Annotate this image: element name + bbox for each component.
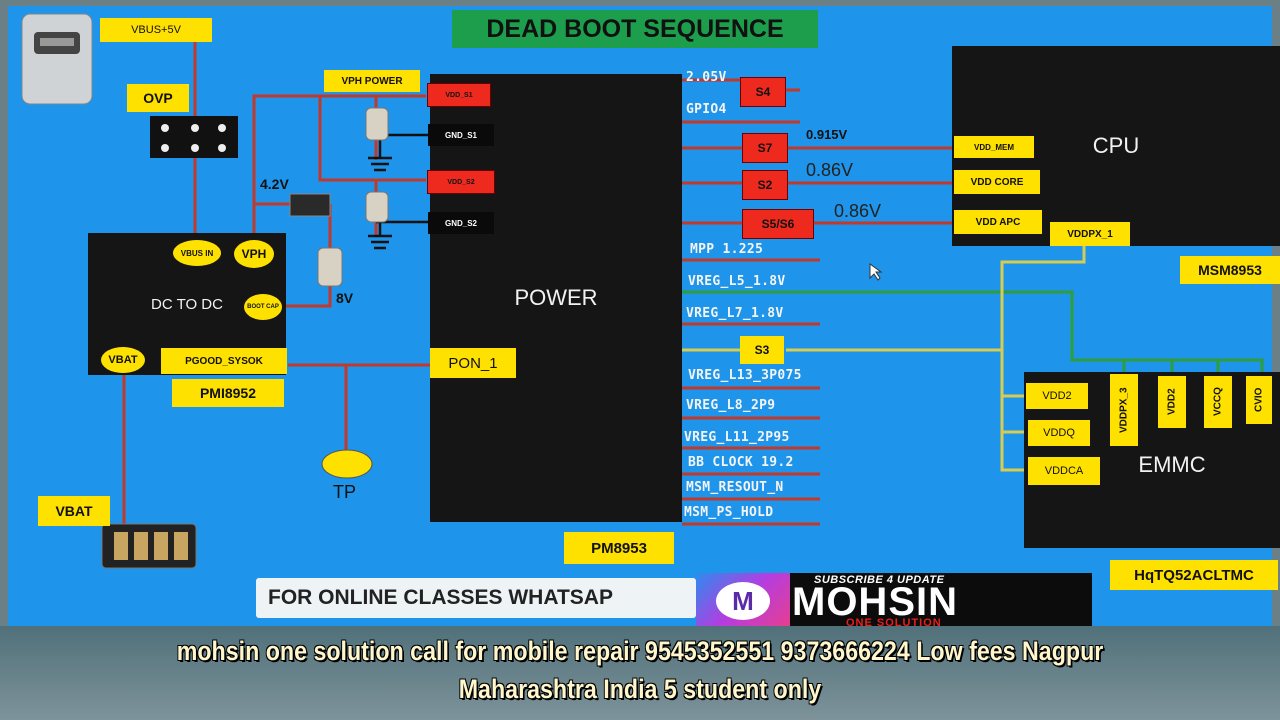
ovp-label: OVP — [127, 84, 189, 112]
voltage-0v86-core: 0.86V — [806, 160, 854, 180]
msm8953-label: MSM8953 — [1180, 256, 1280, 284]
vbus-label: VBUS+5V — [100, 18, 212, 42]
online-classes-strip: FOR ONLINE CLASSES WHATSAP — [256, 578, 696, 618]
logo-m-letter: M — [732, 585, 754, 616]
banner-line-2: Maharashtra India 5 student only — [458, 674, 822, 704]
voltage-0v86-apc: 0.86V — [834, 201, 882, 221]
rail-bb-clock: BB CLOCK 19.2 — [688, 455, 794, 470]
logo-mohsin-text: MOHSIN — [792, 580, 958, 624]
emmc-label: EMMC — [1138, 452, 1206, 477]
voltage-8v: 8V — [336, 290, 354, 306]
rail-vreg-l5: VREG_L5_1.8V — [688, 274, 786, 289]
rail-vreg-l11: VREG_L11_2P95 — [684, 430, 790, 445]
bottom-banner: mohsin one solution call for mobile repa… — [0, 626, 1280, 720]
rail-vreg-l13: VREG_L13_3P075 — [688, 368, 802, 383]
vdd2-vertical-label: VDD2 — [1158, 376, 1186, 428]
voltage-0v915: 0.915V — [806, 127, 848, 142]
vddpx3-label: VDDPX_3 — [1110, 374, 1138, 446]
voltage-4v2: 4.2V — [260, 176, 289, 192]
rail-msm-resout: MSM_RESOUT_N — [686, 480, 784, 495]
s7-label: S7 — [742, 133, 788, 163]
rail-gpio4: GPIO4 — [686, 102, 727, 117]
vbus-in-pin: VBUS IN — [173, 240, 221, 266]
vbat-pin: VBAT — [101, 347, 145, 373]
rail-vreg-l7: VREG_L7_1.8V — [686, 306, 784, 321]
rail-mpp: MPP 1.225 — [690, 242, 764, 257]
rail-vreg-l8: VREG_L8_2P9 — [686, 398, 776, 413]
vddca-label: VDDCA — [1028, 457, 1100, 485]
boot-cap-pin: BOOT CAP — [244, 294, 282, 320]
gnd-s2-label: GND_S2 — [428, 212, 494, 234]
s2-label: S2 — [742, 170, 788, 200]
logo-subscribe-text: SUBSCRIBE 4 UPDATE — [814, 574, 945, 586]
diagram-title: DEAD BOOT SEQUENCE — [452, 10, 818, 48]
vdd2-label: VDD2 — [1026, 383, 1088, 409]
rail-2v05: 2.05V — [686, 70, 727, 85]
online-classes-text: FOR ONLINE CLASSES WHATSAP — [268, 586, 613, 609]
vddpx1-label: VDDPX_1 — [1050, 222, 1130, 246]
logo-m-icon: M — [716, 582, 770, 620]
s3-label: S3 — [740, 336, 784, 364]
pm8953-label: PM8953 — [564, 532, 674, 564]
vph-power-label: VPH POWER — [324, 70, 420, 92]
vph-pin: VPH — [234, 240, 274, 268]
tp-label: TP — [333, 482, 357, 502]
power-label: POWER — [514, 285, 598, 310]
s5-s6-label: S5/S6 — [742, 209, 814, 239]
cpu-label: CPU — [1092, 133, 1140, 158]
emmc-part-label: HqTQ52ACLTMC — [1110, 560, 1278, 590]
vdd-mem-label: VDD_MEM — [954, 136, 1034, 158]
pgood-sysok-label: PGOOD_SYSOK — [161, 348, 287, 374]
rail-msm-ps-hold: MSM_PS_HOLD — [684, 505, 774, 520]
vbat-label: VBAT — [38, 496, 110, 526]
pon1-label: PON_1 — [430, 348, 516, 378]
vddq-label: VDDQ — [1028, 420, 1090, 446]
dc-to-dc-label: DC TO DC — [151, 295, 223, 313]
vdd-apc-label: VDD APC — [954, 210, 1042, 234]
s4-label: S4 — [740, 77, 786, 107]
vdd-core-label: VDD CORE — [954, 170, 1040, 194]
vdd-s2-label: VDD_S2 — [427, 170, 495, 194]
power-block: POWER — [430, 74, 682, 522]
vdd-s1-label: VDD_S1 — [427, 83, 491, 107]
gnd-s1-label: GND_S1 — [428, 124, 494, 146]
pmi8952-label: PMI8952 — [172, 379, 284, 407]
vccq-label: VCCQ — [1204, 376, 1232, 428]
cvio-label: CVIO — [1246, 376, 1272, 424]
logo-m-badge: M — [696, 573, 790, 629]
banner-line-1: mohsin one solution call for mobile repa… — [176, 636, 1104, 666]
channel-logo: M SUBSCRIBE 4 UPDATE MOHSIN ONE SOLUTION — [696, 573, 1092, 629]
